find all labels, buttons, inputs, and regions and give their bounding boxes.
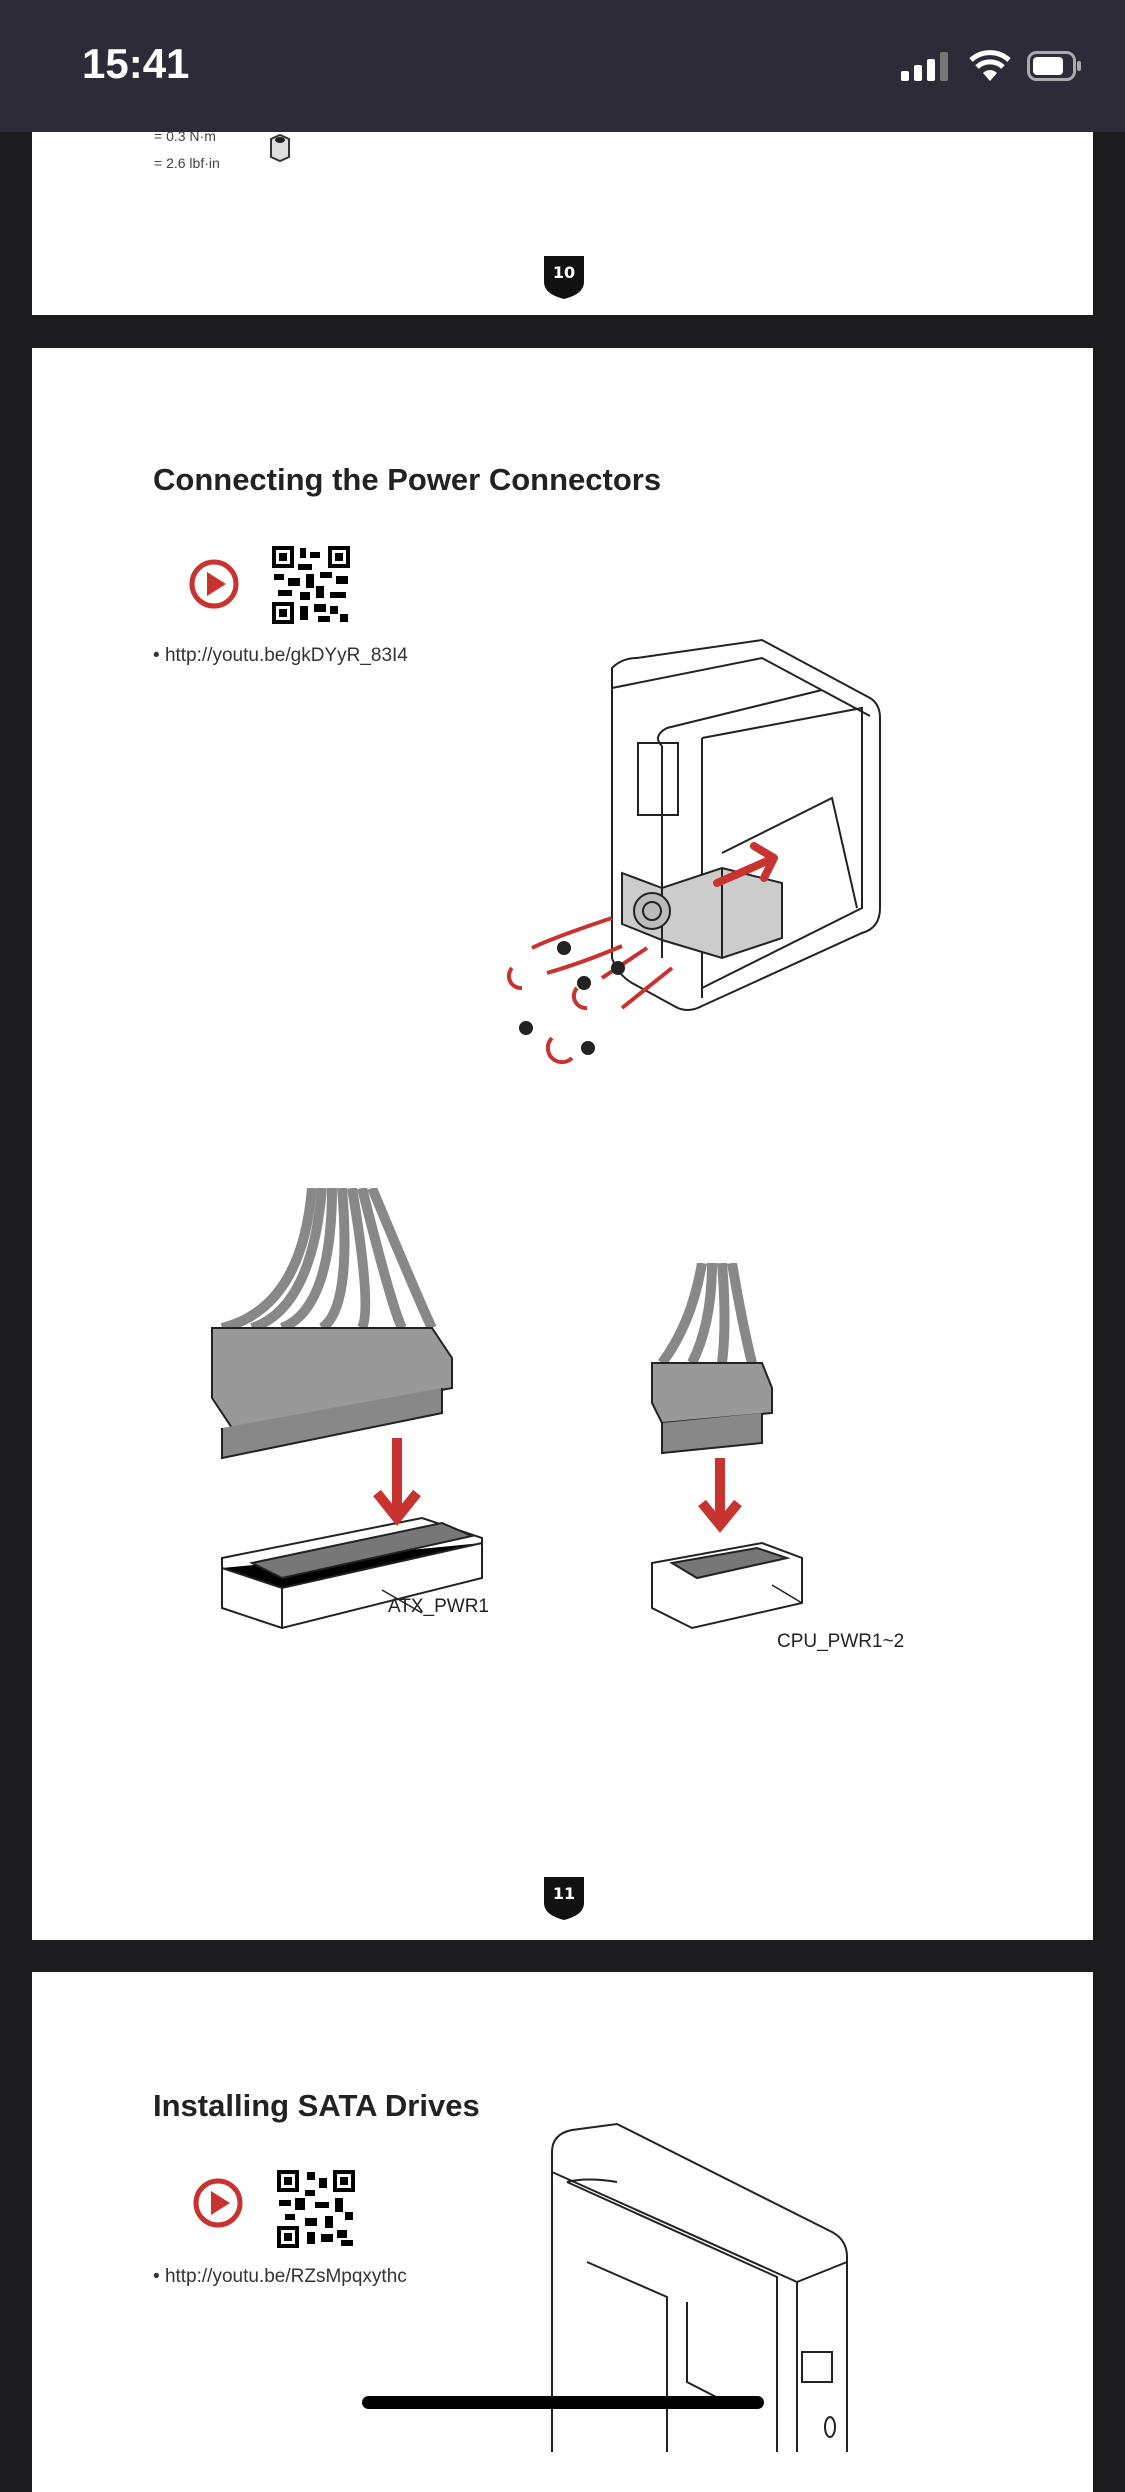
video-link[interactable]: • http://youtu.be/gkDYyR_83I4 — [153, 645, 408, 666]
qr-code[interactable] — [270, 544, 352, 626]
video-link[interactable]: • http://youtu.be/RZsMpqxythc — [153, 2266, 407, 2287]
torque-lbf: = 2.6 lbf·in — [154, 155, 220, 171]
pdf-page-12: Installing SATA Drives • http://youtu.be… — [32, 1972, 1093, 2492]
pdf-page-10: = 0.3 N·m = 2.6 lbf·in 10 — [32, 100, 1093, 315]
home-indicator[interactable] — [362, 2396, 764, 2409]
atx-pwr1-label: ATX_PWR1 — [388, 1596, 490, 1617]
torque-nm: = 0.3 N·m — [154, 128, 216, 144]
qr-code[interactable] — [275, 2168, 357, 2250]
battery-icon — [1027, 51, 1081, 81]
case-psu-illustration — [506, 638, 881, 1065]
page-number-badge: 11 — [542, 1873, 586, 1921]
case-illustration — [551, 2122, 848, 2452]
page-number-badge: 10 — [542, 252, 586, 300]
status-bar: 15:41 — [0, 0, 1125, 132]
play-video-icon[interactable] — [192, 2177, 244, 2229]
signal-icon — [901, 52, 948, 81]
standoff-icon — [270, 133, 290, 163]
cpu-pwr-label: CPU_PWR1~2 — [777, 1631, 905, 1652]
wifi-icon — [969, 50, 1011, 81]
pdf-page-11: Connecting the Power Connectors • http:/… — [32, 348, 1093, 1940]
video-url[interactable]: http://youtu.be/gkDYyR_83I4 — [164, 645, 408, 666]
play-video-icon[interactable] — [188, 558, 240, 610]
video-url[interactable]: http://youtu.be/RZsMpqxythc — [164, 2266, 407, 2287]
cpu-connector-illustration — [651, 1263, 803, 1630]
status-time: 15:41 — [82, 40, 190, 87]
section-title: Installing SATA Drives — [153, 2088, 480, 2123]
atx-connector-illustration — [211, 1188, 483, 1630]
section-title: Connecting the Power Connectors — [153, 462, 662, 497]
